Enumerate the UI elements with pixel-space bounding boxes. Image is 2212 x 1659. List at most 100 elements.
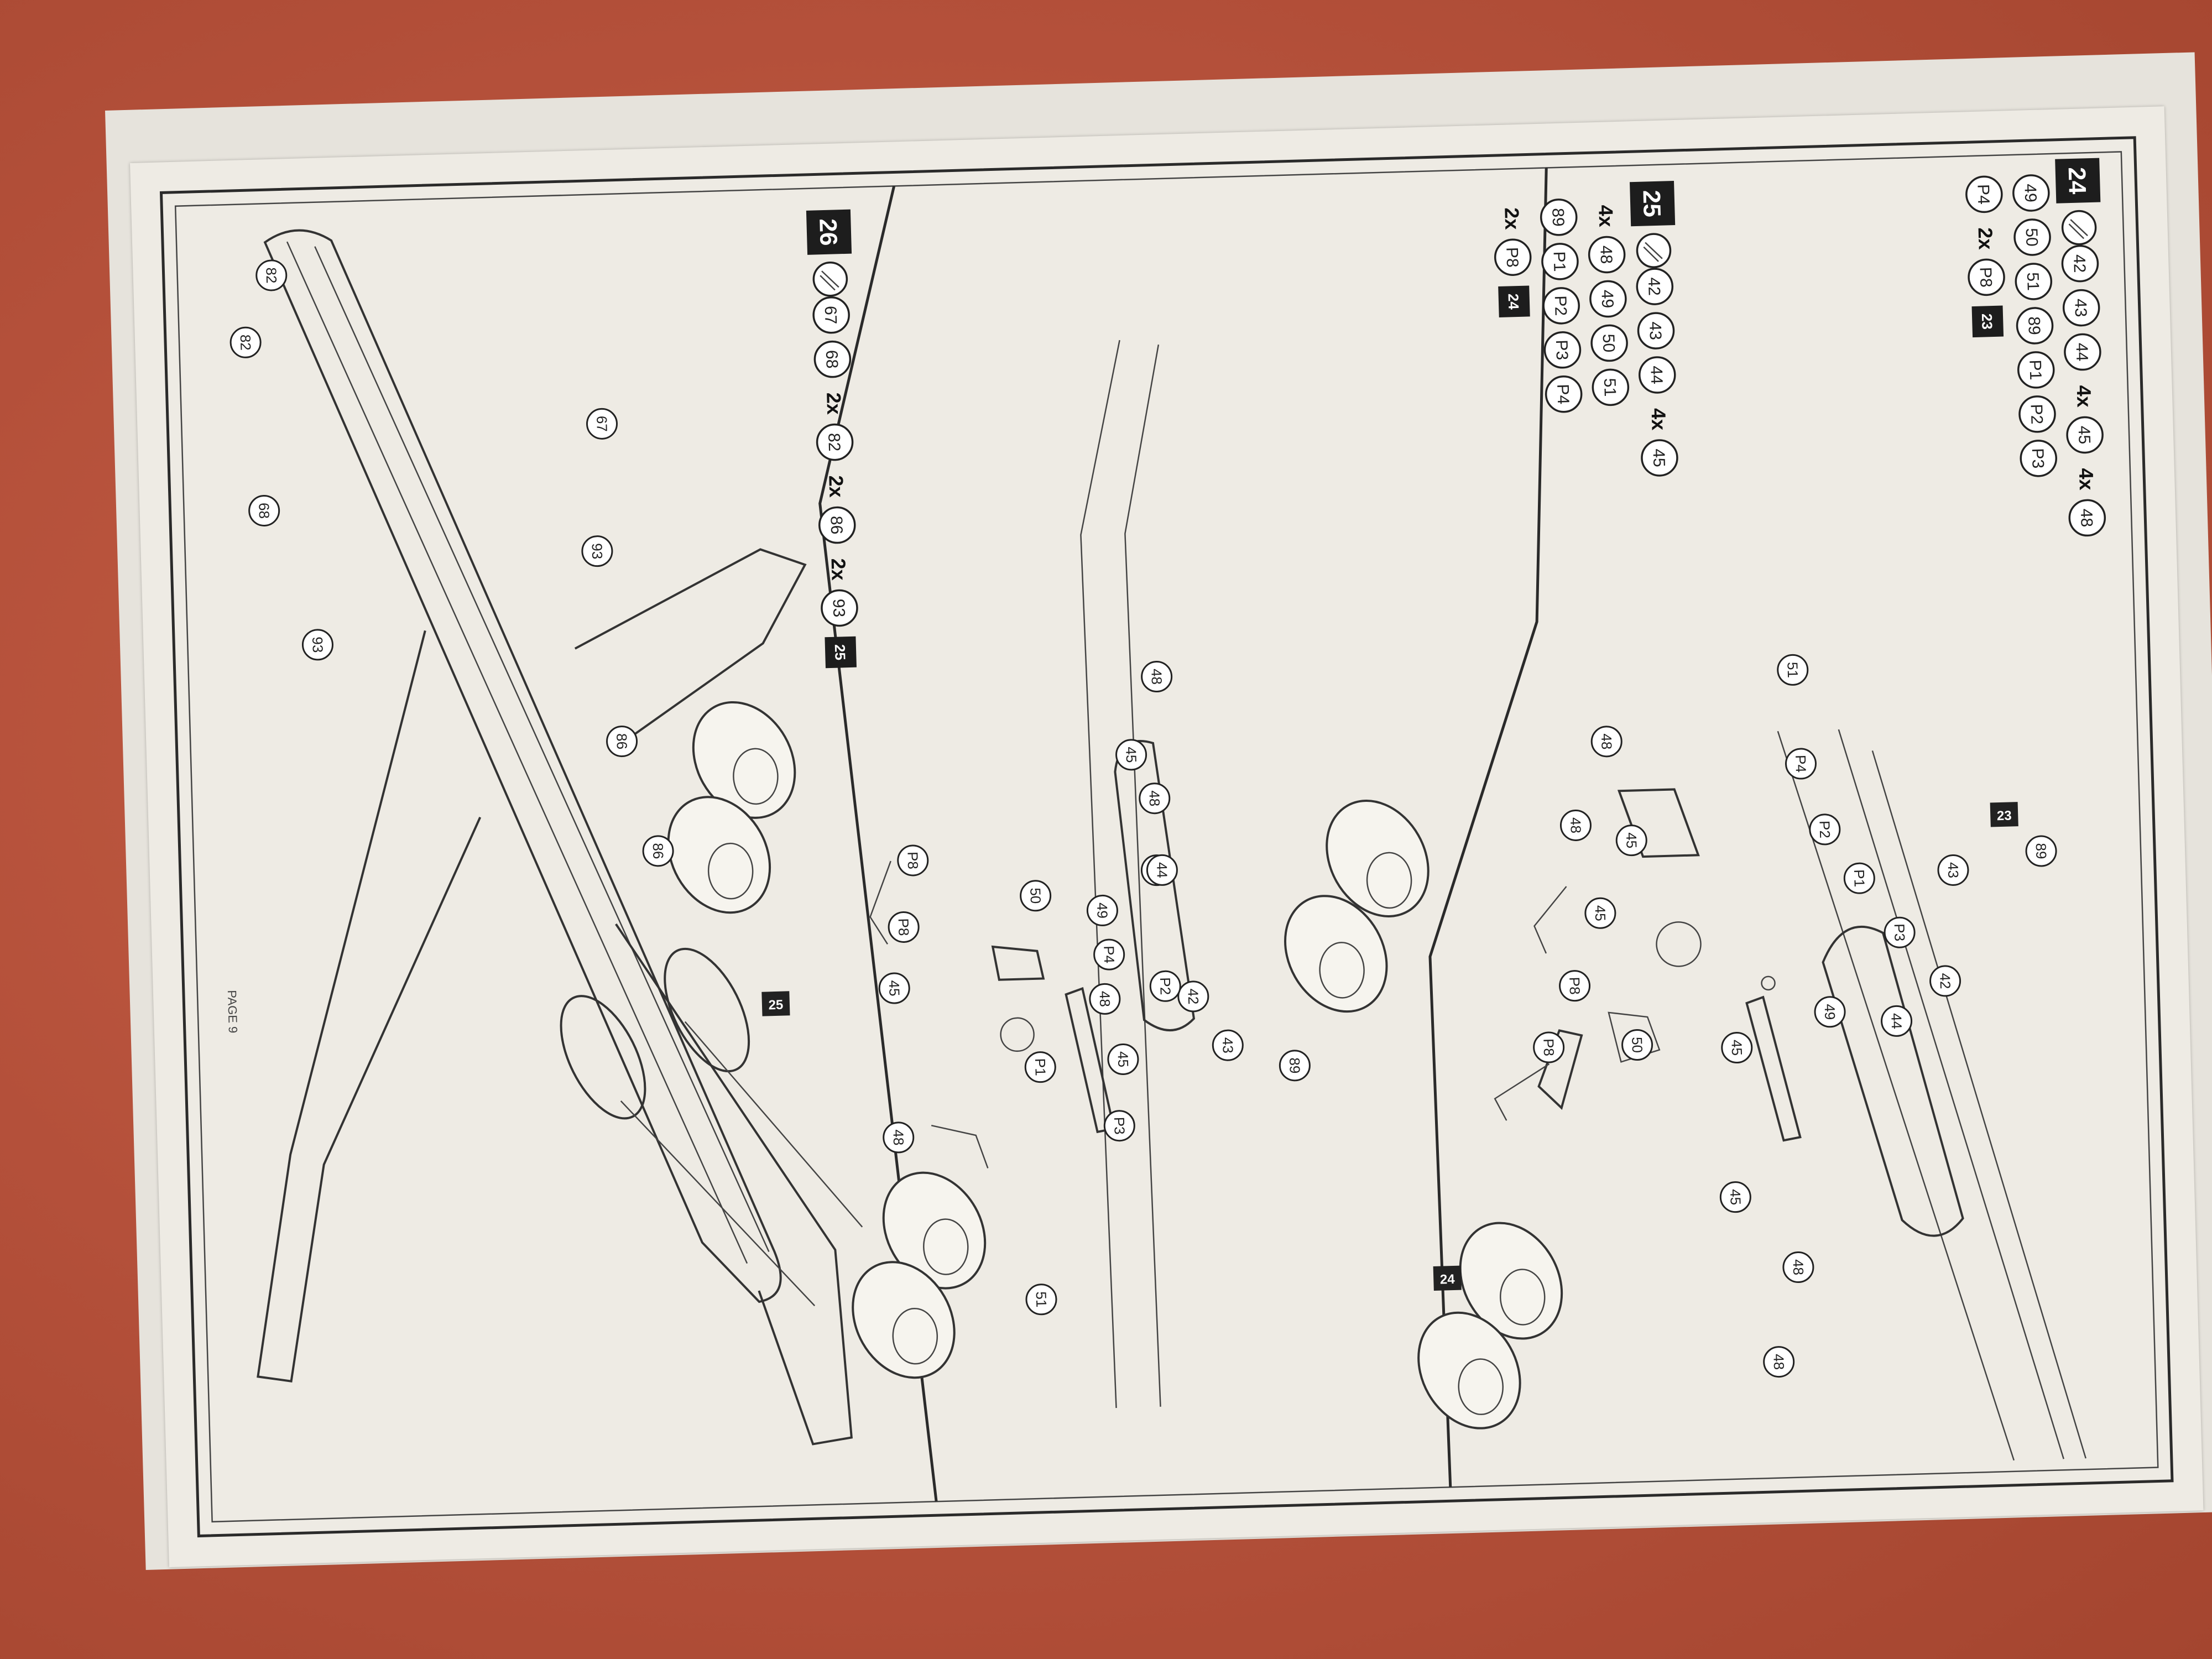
quantity-multiplier: 4x [1647,408,1670,430]
part-chip [1592,368,1630,406]
part-chip [812,296,850,334]
part-chip-label: P4 [1974,184,1992,205]
part-callout: 45 [1721,1031,1753,1063]
part-chip [2062,289,2100,327]
part-callout: 44 [1881,1005,1913,1037]
part-callout: 48 [1763,1346,1795,1378]
part-chip-label: 93 [830,598,848,617]
part-callout: 42 [1929,965,1961,997]
inner-frame [174,151,2159,1523]
part-callout: P4 [1093,938,1125,971]
part-callout: 45 [1584,897,1616,929]
part-callout-label: 48 [1598,733,1615,750]
part-callout-label: 82 [237,334,254,351]
part-chip [2068,499,2106,537]
part-callout-label: 89 [1286,1057,1303,1074]
part-chip-label: 67 [821,306,840,325]
part-chip [816,423,854,461]
part-chip-label: 51 [2023,272,2042,291]
part-callout: 82 [255,259,288,291]
part-callout-label: P8 [1566,977,1583,995]
part-callout: 45 [878,972,910,1004]
ref-tag-step25: 24 [1433,1265,1462,1291]
part-chip [2013,218,2051,256]
part-chip-label: P1 [1550,251,1568,272]
part-callout: 44 [1146,854,1178,886]
part-callout: 51 [1025,1284,1057,1316]
part-callout: 49 [1814,996,1846,1028]
part-chip [1541,243,1579,280]
part-callout-label: 48 [1148,669,1165,685]
part-callout: 48 [1139,782,1171,815]
part-callout: 86 [606,726,638,758]
part-chip [2020,440,2058,477]
part-callout-label: P1 [1851,869,1868,888]
part-callout: 45 [1115,739,1147,771]
part-callout-label: 50 [1629,1037,1646,1053]
quantity-multiplier: 2x [827,558,850,581]
part-chip [2016,307,2054,345]
part-callout-label: P2 [1157,977,1174,995]
part-chip-label: 86 [827,515,846,534]
part-chip-label: 49 [1598,289,1616,308]
part-callout: 89 [2025,835,2057,867]
instruction-artwork: 23 24 25 PAGE 9 244243444x454x4849505189… [159,136,2174,1538]
part-callout: 48 [1141,661,1173,693]
part-chip-label: P2 [2027,404,2046,425]
step-ref-tag-text: 23 [1979,313,1996,330]
part-chip [1540,199,1578,236]
part-chip-label: 45 [2075,425,2094,444]
part-chip-label: 48 [2077,508,2096,527]
part-callout-label: P8 [1540,1039,1557,1057]
part-callout: P8 [888,911,920,943]
step-ref-tag [1498,285,1530,317]
part-callout-label: 89 [2033,843,2050,859]
part-chip-label: 42 [2070,254,2089,273]
part-callout-label: 43 [1945,862,1962,879]
part-chip [2018,395,2056,433]
svg-text:24: 24 [1440,1272,1455,1287]
part-callout-label: 44 [1154,862,1171,879]
step-ref-tag-text: 25 [832,644,849,661]
part-chip-label: P8 [1976,267,1995,288]
part-chip-label: 68 [822,350,841,369]
part-callout-label: 48 [1096,990,1113,1007]
part-callout-label: 86 [650,843,667,859]
part-callout-label: 93 [309,637,326,653]
part-chip [1641,439,1678,477]
part-chip [813,340,852,378]
part-callout-label: 51 [1033,1291,1050,1308]
part-chip [821,589,858,627]
part-callout-label: P2 [1816,821,1833,839]
part-callout: 45 [1107,1043,1139,1075]
part-callout-label: 82 [263,267,280,284]
step24-wheels [1284,800,1563,1430]
svg-text:23: 23 [1997,808,2012,823]
part-chip [1968,258,2005,296]
part-chip [1590,324,1628,362]
part-chip-label: 44 [1647,366,1666,384]
part-chip-label: P2 [1551,295,1570,316]
part-callout: 89 [1279,1050,1311,1082]
part-callout-label: 45 [886,980,903,997]
part-callout-label: 49 [1094,902,1111,919]
part-callout: 93 [301,629,333,661]
part-callout: 45 [1719,1181,1751,1213]
part-chip-label: 50 [1599,333,1618,352]
part-callout-label: 48 [1146,790,1163,807]
step-ref-tag [825,636,857,669]
part-callout: 48 [1590,726,1623,758]
part-chip-label: 48 [1597,245,1615,264]
part-chip [1965,175,2003,213]
step25-wheels [667,701,987,1379]
part-chip-label: P3 [1552,340,1571,361]
part-callout: 48 [1089,983,1121,1015]
part-callout: P8 [1559,970,1591,1002]
part-callout-label: P8 [904,852,921,870]
quantity-multiplier: 2x [1500,207,1524,230]
page-label: PAGE 9 [225,990,240,1034]
